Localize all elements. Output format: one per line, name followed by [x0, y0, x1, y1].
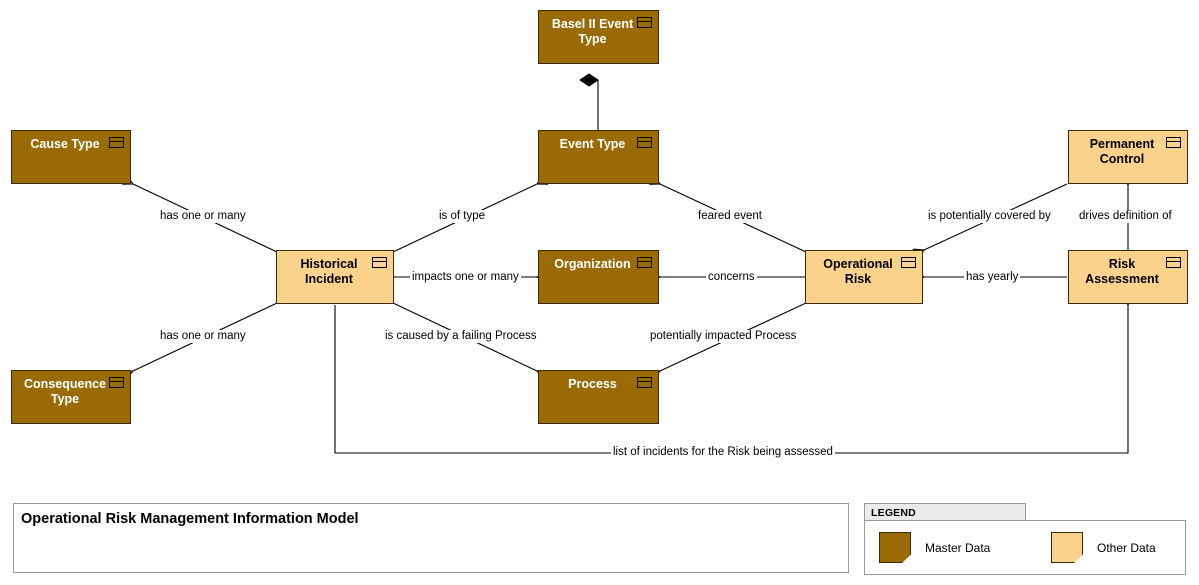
legend-swatch-other-data — [1051, 532, 1083, 563]
node-consequence-type[interactable]: Consequence Type — [11, 370, 131, 424]
edge-label-concerns: concerns — [706, 271, 757, 284]
edge-label-has-one-or-many-cause: has one or many — [158, 210, 248, 223]
diagram-title-panel: Operational Risk Management Information … — [13, 503, 849, 573]
legend-item-other-data: Other Data — [1051, 532, 1156, 563]
entity-table-icon — [637, 17, 652, 28]
entity-table-icon — [637, 377, 652, 388]
edge-label-is-caused-by-a-failing-process: is caused by a failing Process — [383, 330, 539, 343]
edge-label-potentially-impacted-process: potentially impacted Process — [648, 330, 799, 343]
node-operational-risk[interactable]: Operational Risk — [805, 250, 923, 304]
node-risk-assessment[interactable]: Risk Assessment — [1068, 250, 1188, 304]
node-label: Organization — [554, 257, 631, 271]
node-label: Historical Incident — [300, 257, 358, 286]
node-label: Consequence Type — [24, 377, 106, 406]
legend-heading: LEGEND — [864, 503, 1026, 521]
edge-label-has-yearly: has yearly — [964, 271, 1021, 284]
entity-table-icon — [1166, 137, 1181, 148]
entity-table-icon — [901, 257, 916, 268]
legend-item-master-data: Master Data — [879, 532, 990, 563]
entity-table-icon — [1166, 257, 1181, 268]
edge-label-drives-definition-of: drives definition of — [1077, 210, 1174, 223]
node-cause-type[interactable]: Cause Type — [11, 130, 131, 184]
node-label: Process — [568, 377, 617, 391]
entity-table-icon — [109, 377, 124, 388]
node-label: Cause Type — [30, 137, 100, 151]
node-label: Permanent Control — [1089, 137, 1155, 166]
edge-label-is-of-type: is of type — [437, 210, 488, 223]
node-label: Risk Assessment — [1085, 257, 1159, 286]
entity-table-icon — [637, 137, 652, 148]
edge-label-list-of-incidents: list of incidents for the Risk being ass… — [611, 446, 835, 459]
node-basel-ii-event-type[interactable]: Basel II Event Type — [538, 10, 659, 64]
page-title: Operational Risk Management Information … — [21, 511, 359, 527]
entity-table-icon — [109, 137, 124, 148]
edge-label-feared-event: feared event — [696, 210, 764, 223]
edge-riskassess-historical — [334, 305, 1128, 454]
node-label: Event Type — [559, 137, 626, 151]
legend-swatch-master-data — [879, 532, 911, 563]
node-label: Basel II Event Type — [551, 17, 634, 46]
edge-label-impacts-one-or-many: impacts one or many — [410, 271, 521, 284]
node-permanent-control[interactable]: Permanent Control — [1068, 130, 1188, 184]
edge-label-has-one-or-many-consequence: has one or many — [158, 330, 248, 343]
node-label: Operational Risk — [823, 257, 893, 286]
entity-table-icon — [372, 257, 387, 268]
legend-label: Master Data — [925, 540, 991, 555]
entity-table-icon — [637, 257, 652, 268]
edge-label-is-potentially-covered-by: is potentially covered by — [926, 210, 1053, 223]
legend-body: Master Data Other Data — [864, 520, 1186, 575]
node-event-type[interactable]: Event Type — [538, 130, 659, 184]
legend-panel: LEGEND Master Data Other Data — [864, 503, 1186, 575]
node-process[interactable]: Process — [538, 370, 659, 424]
node-historical-incident[interactable]: Historical Incident — [276, 250, 394, 304]
node-organization[interactable]: Organization — [538, 250, 659, 304]
legend-label: Other Data — [1097, 540, 1156, 555]
